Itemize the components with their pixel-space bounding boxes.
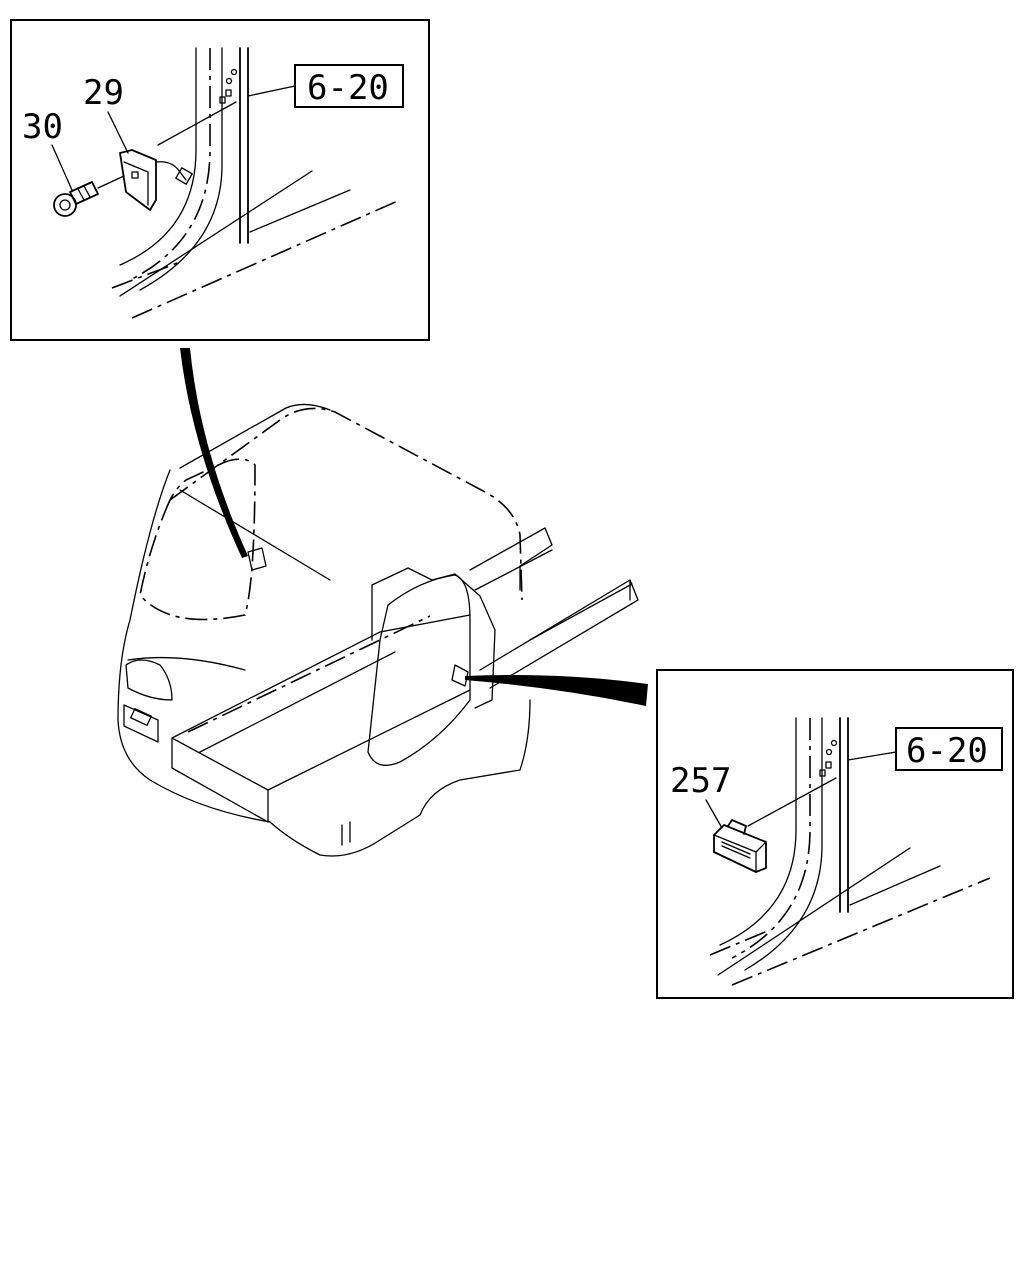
upper-mount-holes <box>219 68 238 104</box>
lamp-icon <box>713 819 767 873</box>
cab-grille <box>123 704 159 743</box>
cab-foglamp <box>130 708 152 726</box>
lower-mount-holes <box>819 739 838 777</box>
lower-mount-leader <box>747 777 837 827</box>
lower-ref-leader <box>847 751 897 761</box>
step-beam-dash <box>187 615 431 733</box>
step-beam-top-1 <box>171 614 471 739</box>
step-beam-front <box>171 737 269 823</box>
leader-30 <box>51 144 73 191</box>
lower-sill-1 <box>717 847 911 976</box>
upper-sill-1 <box>119 170 313 297</box>
frame-rail-upper-2 <box>474 549 553 591</box>
cab-rear-wall <box>371 567 496 709</box>
frame-rail-lower <box>479 579 639 689</box>
upper-ref-label: 6-20 <box>307 68 389 108</box>
lower-ref-box <box>895 727 1003 771</box>
upper-sill-dash <box>111 261 181 289</box>
lower-ref-label: 6-20 <box>906 731 988 771</box>
step-beam-top-2 <box>199 651 396 753</box>
lower-mount-marker <box>451 664 469 687</box>
cab-front-face <box>117 469 271 823</box>
upper-pillar-dash <box>129 48 211 281</box>
upper-pointer-wedge <box>180 348 248 558</box>
upper-mount-leader <box>157 101 237 146</box>
bracket-icon <box>119 149 193 211</box>
frame-rail-lower-2 <box>529 583 633 641</box>
upper-sill-3 <box>131 199 401 319</box>
cab-roof-front <box>179 403 331 469</box>
upper-detail-inset: 29 30 6-20 <box>10 19 430 341</box>
lower-pointer-wedge <box>465 675 648 706</box>
cab-lower-body <box>269 699 531 857</box>
step-beam-top-3 <box>267 689 471 791</box>
upper-sill-2 <box>249 189 351 233</box>
cab-roof <box>169 407 523 601</box>
leader-257 <box>705 799 723 829</box>
callout-30: 30 <box>22 107 63 147</box>
cab-door-beltline <box>179 489 331 581</box>
leader-29 <box>107 111 129 154</box>
lower-detail-inset: 257 6-20 <box>656 669 1014 999</box>
lower-sill-dash <box>709 929 771 956</box>
lower-pillar-dash <box>731 718 811 959</box>
lower-sill-3 <box>731 877 991 986</box>
lower-sill-2 <box>849 865 941 906</box>
callout-29: 29 <box>83 73 124 113</box>
vehicle-cab <box>117 403 639 857</box>
cab-windshield <box>139 458 256 621</box>
upper-inset-frame <box>10 19 430 341</box>
cab-rear-door <box>367 574 471 766</box>
upper-pillar-inner <box>139 47 223 291</box>
cab-front-crease <box>127 656 246 671</box>
callout-257: 257 <box>670 761 731 801</box>
screw-icon <box>53 175 125 217</box>
upper-ref-leader <box>247 85 296 97</box>
lower-inset-frame <box>656 669 1014 999</box>
lower-pillar-inner <box>744 717 823 971</box>
lower-pillar-outer <box>719 717 797 946</box>
upper-pillar-outer <box>119 47 197 266</box>
upper-mount-marker <box>247 547 267 571</box>
cab-headlamp <box>125 659 173 701</box>
frame-rail-upper <box>469 527 553 591</box>
